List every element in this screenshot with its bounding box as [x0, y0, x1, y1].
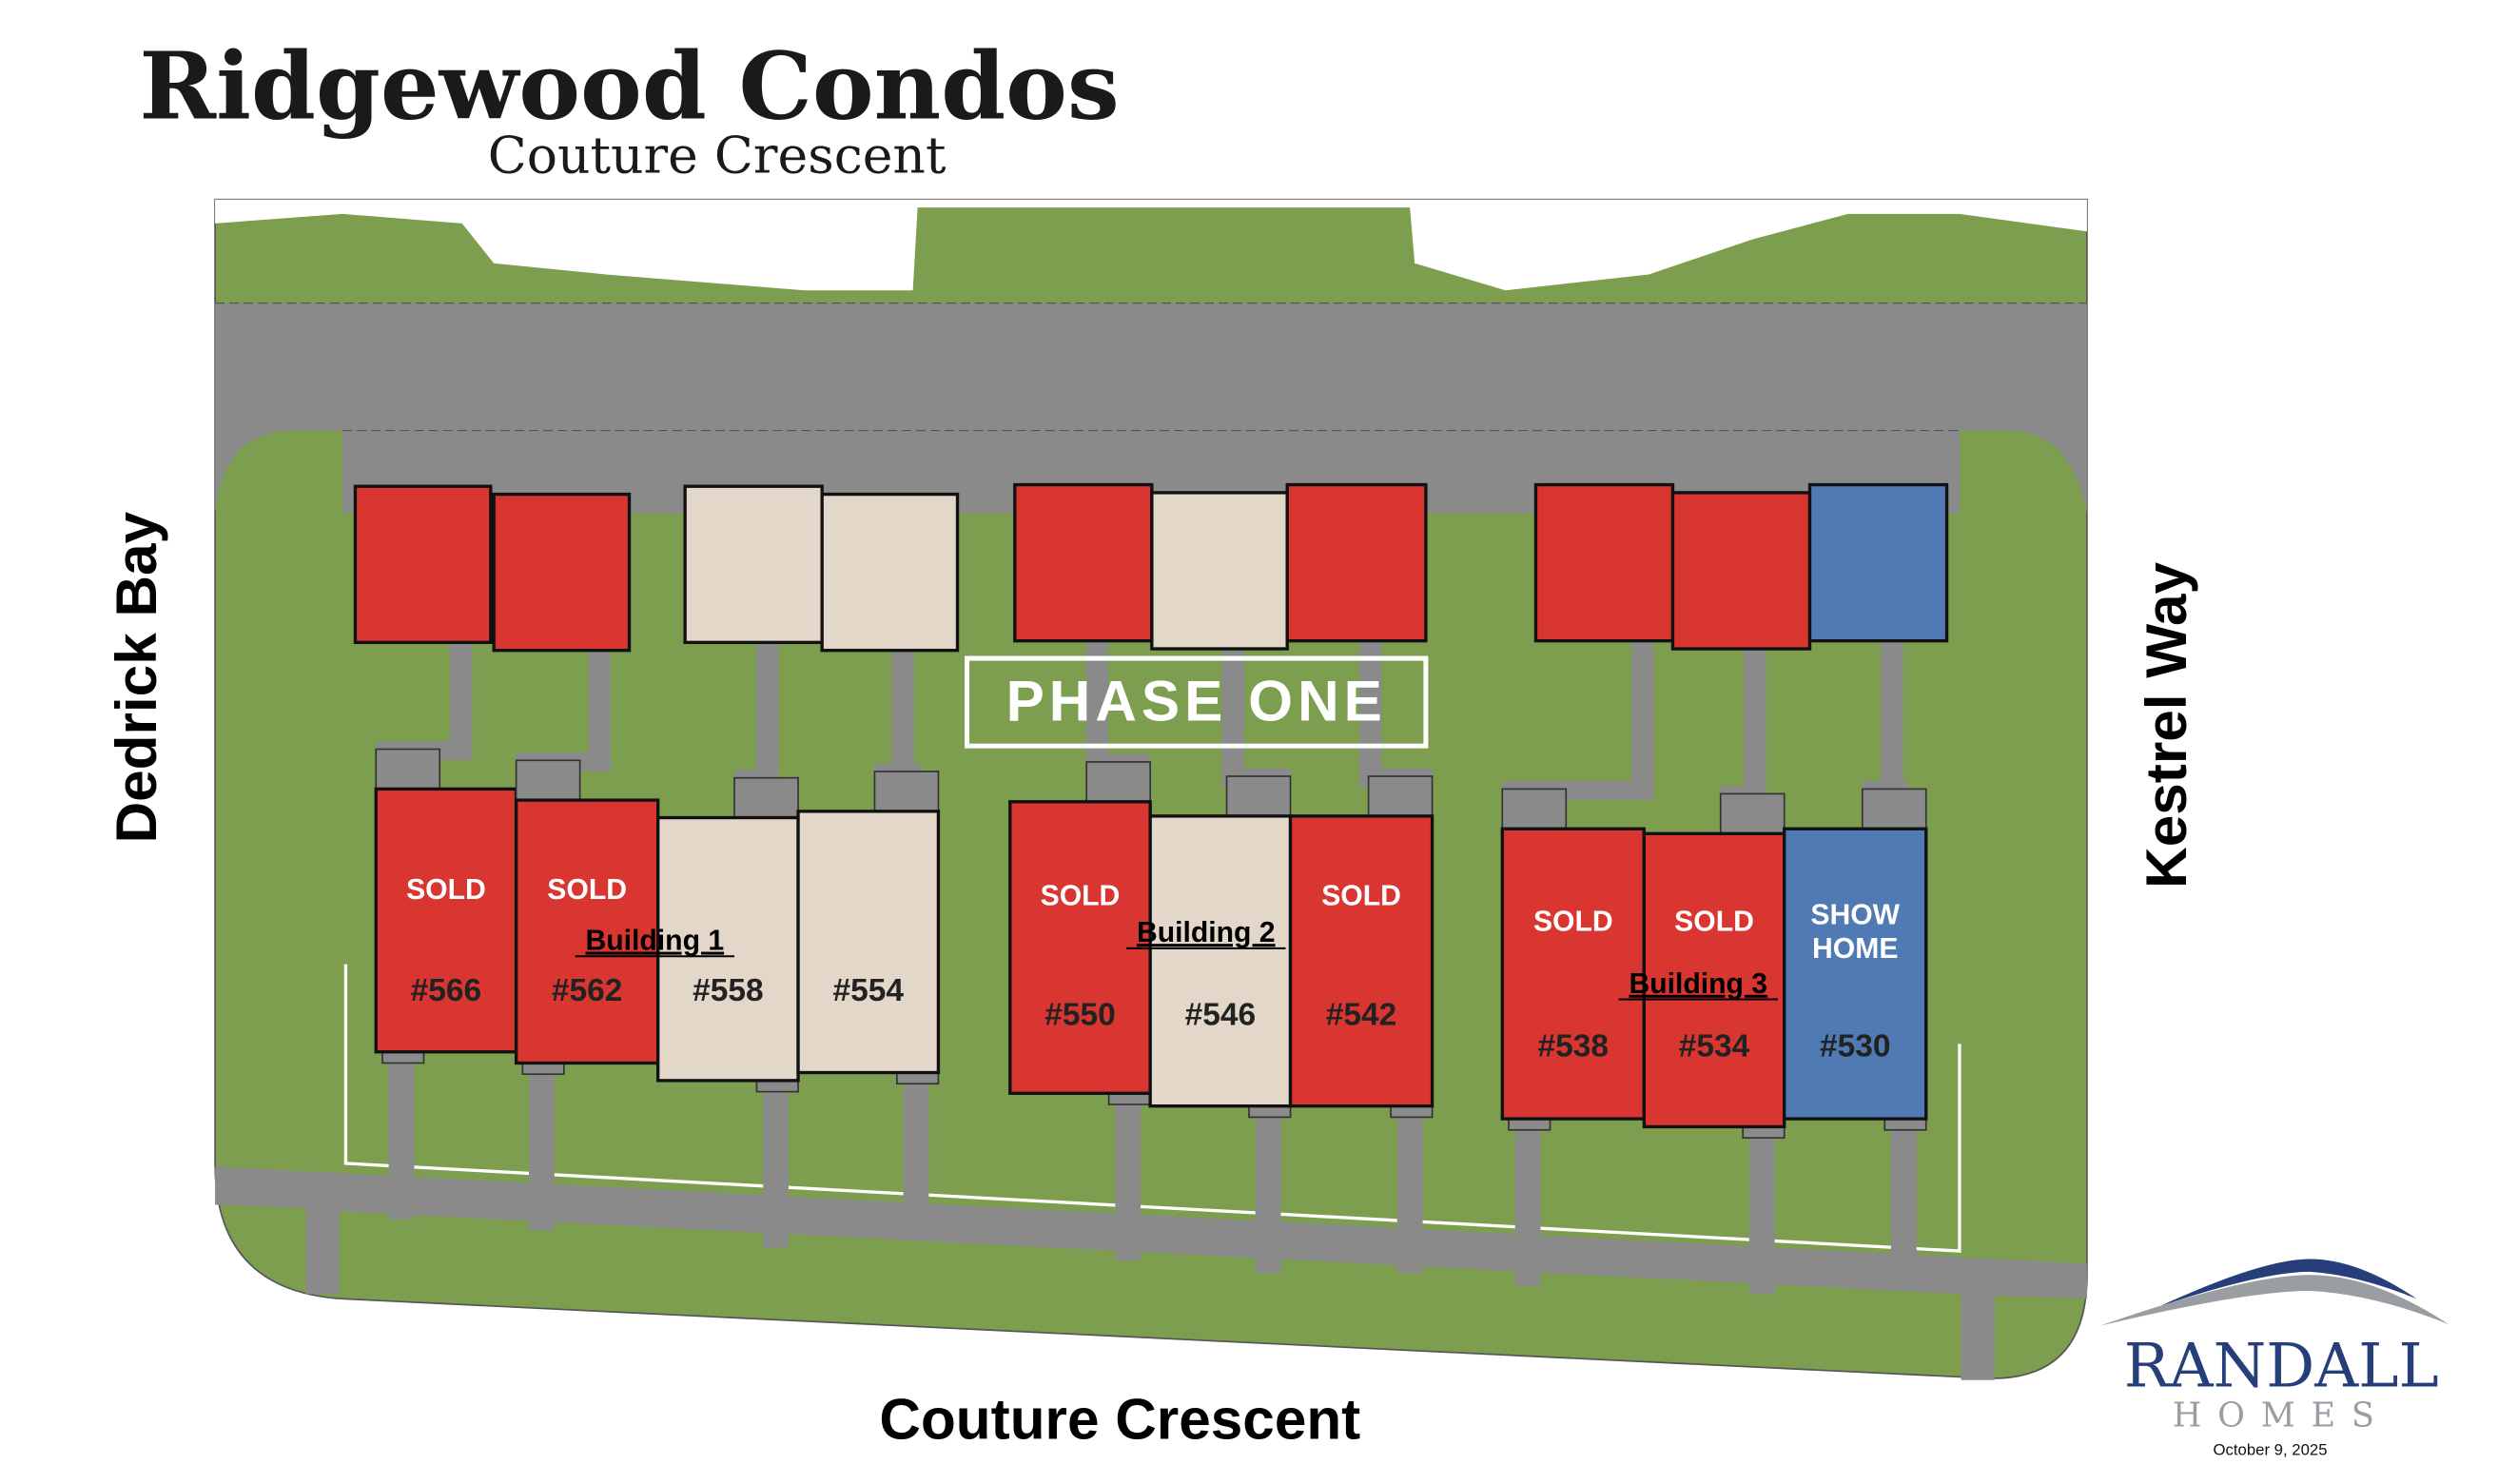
unit-546[interactable]: #546: [1148, 491, 1293, 1274]
unit-status: SOLD: [1321, 881, 1401, 912]
unit-house[interactable]: [1783, 827, 1928, 1121]
building-2: SOLD #550 #546 SOLD #542 Building 2: [1008, 482, 1434, 1274]
walkway: [891, 650, 915, 780]
unit-542[interactable]: SOLD #542: [1285, 482, 1434, 1274]
unit-number: #554: [832, 973, 904, 1008]
phase-one-box: [965, 655, 1429, 749]
unit-house[interactable]: [655, 815, 800, 1083]
unit-status: SHOW: [1810, 900, 1900, 931]
unit-562[interactable]: SOLD #562: [492, 492, 660, 1231]
street-right: Kestrel Way: [2134, 562, 2198, 888]
unit-number: #534: [1679, 1029, 1750, 1064]
building-label: Building 2: [1137, 917, 1276, 948]
walkway: [449, 642, 473, 757]
street-left: Dedrick Bay: [104, 511, 168, 843]
garage[interactable]: [353, 484, 493, 645]
walkway: [1085, 640, 1108, 771]
walkway: [588, 650, 611, 769]
garage[interactable]: [820, 492, 960, 653]
unit-538[interactable]: SOLD #538: [1500, 482, 1675, 1286]
unit-status: SOLD: [406, 874, 486, 906]
phase-one-label: PHASE ONE: [1006, 668, 1387, 732]
unit-number: #530: [1820, 1029, 1891, 1064]
garage[interactable]: [1807, 482, 1949, 643]
building-1: SOLD #566 SOLD #562 #558 #554 Building 1: [353, 484, 960, 1248]
date-label: October 9, 2025: [2214, 1440, 2328, 1458]
unit-number: #566: [411, 973, 481, 1008]
walkway: [1744, 649, 1766, 802]
page-subtitle: Couture Crescent: [488, 125, 947, 185]
logo-roof-blue: [2158, 1259, 2417, 1307]
unit-house[interactable]: [374, 787, 518, 1054]
randall-logo: RANDALL HOMES October 9, 2025: [2099, 1259, 2449, 1458]
walkway: [1631, 640, 1654, 797]
garage[interactable]: [1013, 482, 1154, 643]
unit-number: #558: [693, 973, 763, 1008]
neighbour-lots: [215, 199, 2087, 291]
walkway: [1221, 649, 1244, 785]
garage[interactable]: [1285, 482, 1428, 643]
unit-status: SOLD: [1674, 906, 1754, 937]
unit-number: #546: [1185, 997, 1257, 1032]
unit-number: #538: [1538, 1029, 1609, 1064]
building-label: Building 3: [1629, 968, 1767, 1000]
unit-566[interactable]: SOLD #566: [353, 484, 518, 1220]
unit-status: SOLD: [547, 874, 627, 906]
logo-roof-gray: [2099, 1275, 2449, 1326]
unit-number: #550: [1044, 997, 1116, 1032]
walkway: [1881, 640, 1903, 797]
garage[interactable]: [492, 492, 632, 653]
unit-534[interactable]: SOLD #534: [1642, 491, 1812, 1295]
logo-sub: HOMES: [2173, 1396, 2391, 1435]
unit-house[interactable]: [1288, 814, 1434, 1108]
bottom-road: [215, 1166, 2087, 1380]
unit-558[interactable]: #558: [655, 484, 824, 1248]
street-bottom: Couture Crescent: [879, 1387, 1360, 1452]
building-label: Building 1: [586, 926, 725, 957]
unit-house[interactable]: [514, 798, 660, 1065]
unit-number: #562: [552, 973, 623, 1008]
logo-brand: RANDALL: [2124, 1331, 2439, 1401]
unit-status: HOME: [1812, 933, 1898, 965]
unit-550[interactable]: SOLD #550: [1008, 482, 1154, 1261]
unit-house[interactable]: [796, 810, 941, 1075]
garage[interactable]: [1150, 491, 1289, 651]
walkway: [755, 642, 779, 787]
page-title: Ridgewood Condos: [139, 31, 1119, 140]
unit-554[interactable]: #554: [796, 492, 960, 1240]
unit-number: #542: [1326, 997, 1397, 1032]
unit-status: SOLD: [1041, 881, 1121, 912]
unit-status: SOLD: [1533, 906, 1613, 937]
garage[interactable]: [683, 484, 824, 645]
fence: [343, 964, 1961, 1253]
units-layer: SOLD #566 SOLD #562 #558 #554 Building 1 SOLD #5…: [353, 482, 1949, 1295]
unit-house[interactable]: [1148, 814, 1293, 1108]
unit-house[interactable]: [1500, 827, 1647, 1121]
garage[interactable]: [1533, 482, 1675, 643]
garage[interactable]: [1670, 491, 1812, 651]
